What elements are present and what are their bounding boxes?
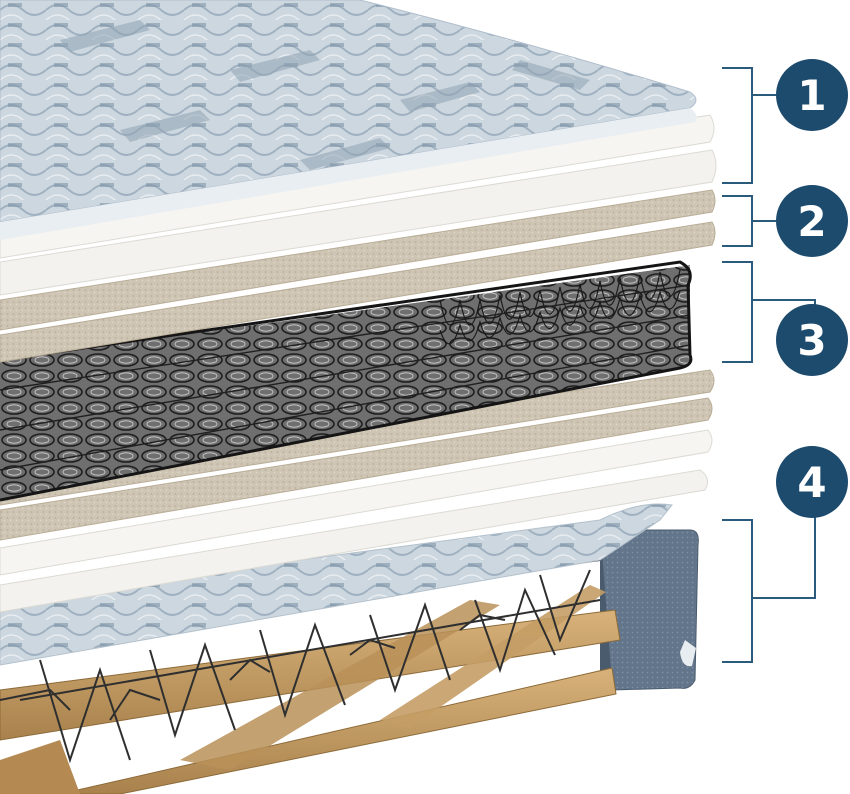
lower-fiber-layer-1 bbox=[0, 369, 715, 506]
callout-brackets bbox=[722, 67, 816, 663]
callout-number-2: 2 bbox=[797, 197, 826, 246]
callout-number-4: 4 bbox=[797, 458, 826, 507]
upper-foam-layer-2 bbox=[0, 149, 717, 296]
innerspring-coil-unit bbox=[0, 260, 693, 502]
upper-foam-layer-1 bbox=[0, 114, 715, 259]
callout-badge-4: 4 bbox=[776, 446, 848, 518]
upper-fiber-layer-1 bbox=[0, 189, 716, 331]
box-spring-quilt-top bbox=[0, 503, 673, 666]
callout-number-1: 1 bbox=[797, 71, 826, 120]
callout-badge-3: 3 bbox=[776, 304, 848, 376]
bracket-2 bbox=[722, 195, 776, 247]
lower-foam-layer-1 bbox=[0, 429, 713, 576]
callout-badge-1: 1 bbox=[776, 59, 848, 131]
wood-frame bbox=[0, 585, 621, 794]
lower-comfort-layers bbox=[0, 369, 715, 613]
box-spring-foundation bbox=[0, 529, 699, 794]
comfort-top-layers bbox=[0, 0, 717, 296]
box-spring-fabric-cover bbox=[599, 529, 699, 691]
callout-number-3: 3 bbox=[797, 316, 826, 365]
lower-fiber-layer-2 bbox=[0, 397, 713, 541]
quilted-top-cover bbox=[0, 0, 697, 223]
upper-fiber-layer-2 bbox=[0, 221, 716, 363]
lower-foam-layer-2 bbox=[0, 469, 709, 613]
bracket-4 bbox=[722, 512, 816, 663]
upper-fiber-layers bbox=[0, 189, 716, 363]
callout-badge-2: 2 bbox=[776, 185, 848, 257]
bracket-1 bbox=[722, 67, 776, 184]
